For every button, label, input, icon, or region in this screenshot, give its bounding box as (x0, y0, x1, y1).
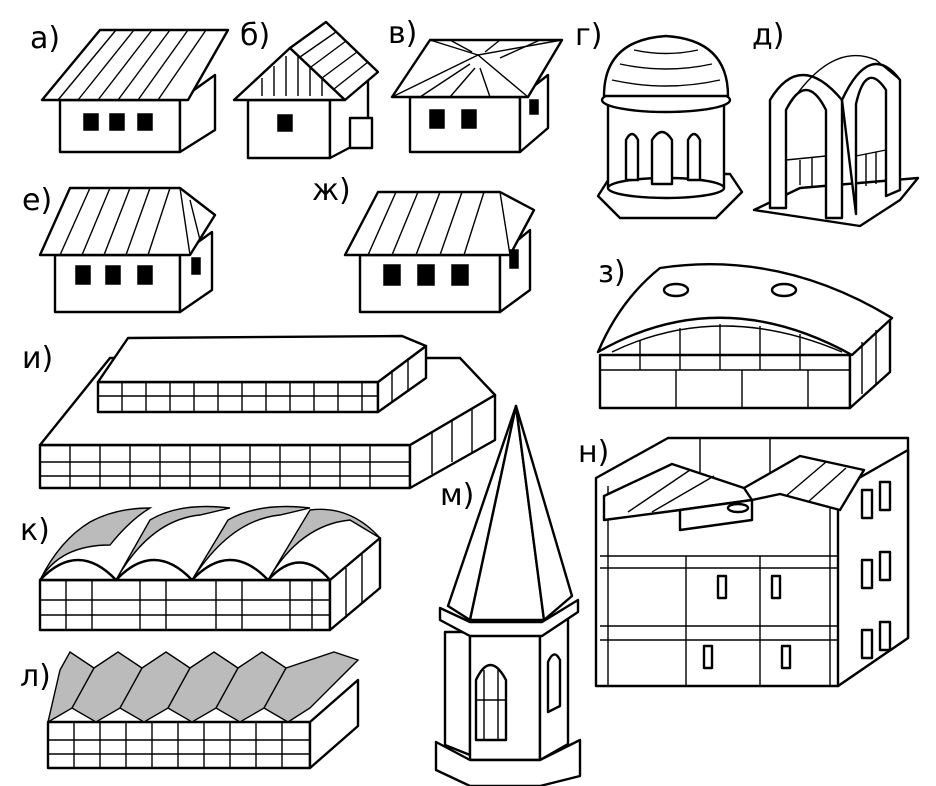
figure-zh-half-hip-house: ж) (312, 173, 536, 314)
figure-l-fold-lines (48, 667, 310, 768)
figure-b-gable-end-house: б) (232, 18, 380, 160)
figure-d-vault-line (785, 54, 901, 111)
figure-a-roof (40, 28, 230, 102)
figure-k-front-wall (38, 578, 332, 632)
figure-m-spire-tower: м) (434, 404, 582, 786)
figure-i-glazing (40, 358, 473, 488)
label-k: к) (20, 513, 50, 548)
figure-a-gable-house: а) (30, 21, 230, 154)
figure-g-dome (602, 34, 730, 98)
figure-m-arch-window (474, 663, 508, 742)
figure-m-side-window (546, 653, 562, 714)
figure-g-windows (624, 130, 702, 186)
figure-m-base-band (434, 738, 582, 786)
figure-i-upper-wall (96, 380, 380, 414)
figure-n-slab-lines (627, 461, 847, 513)
figure-e-roof (38, 186, 217, 257)
figure-z-vaulted-hall: з) (596, 255, 894, 410)
figure-v-windows (429, 99, 539, 129)
figure-d-vaulted-pavilion: д) (752, 18, 920, 228)
label-l: л) (20, 659, 51, 694)
figure-a-windows (83, 113, 153, 131)
label-g: г) (575, 18, 602, 53)
figure-zh-roof (343, 190, 536, 257)
figure-l-front-wall (46, 720, 312, 770)
figure-g-domed-rotunda: г) (575, 18, 744, 220)
figure-v-hip-lines (391, 39, 563, 98)
label-n: н) (578, 435, 609, 470)
figure-b-porch (348, 116, 374, 150)
label-d: д) (752, 18, 784, 53)
figure-m-spire-right (514, 404, 574, 622)
figure-zh-windows (383, 249, 519, 286)
figure-z-arch-line (611, 325, 843, 353)
label-a: а) (30, 21, 60, 56)
figure-e-windows (75, 257, 201, 285)
figure-b-roof-seams (261, 31, 369, 96)
figure-zh-roof-seams (367, 191, 511, 256)
figure-k-glazing (40, 554, 363, 630)
figure-n-drain (726, 502, 750, 514)
figure-l-side-wall (308, 678, 360, 770)
label-m: м) (440, 478, 474, 513)
figure-l-folded-roof (46, 650, 360, 724)
figure-m-window-bars (476, 670, 506, 740)
figure-n-multistorey-frame: н) (578, 435, 910, 688)
figure-k-multi-vault-building: к) (20, 505, 382, 632)
figure-n-windows (702, 480, 892, 670)
figure-e-roof-seams (59, 187, 201, 256)
figure-i-lower-wall (38, 443, 412, 490)
figure-v-hipped-house: в) (388, 16, 564, 154)
figure-b-roof (288, 20, 380, 102)
figure-e-half-hip-house: е) (22, 183, 217, 314)
figure-d-side-arch (840, 62, 902, 216)
figure-z-wall-panels (600, 324, 877, 408)
figure-i-upper-roof (96, 334, 428, 384)
figure-i-clerestory-hall: и) (22, 334, 497, 490)
figure-n-floors (600, 438, 838, 686)
figure-m-cornice (438, 598, 580, 638)
label-v: в) (388, 16, 417, 51)
label-zh: ж) (312, 173, 351, 208)
figure-b-window (277, 114, 293, 132)
figure-z-roof (596, 263, 894, 357)
figure-k-side-wall (328, 536, 382, 632)
label-e: е) (22, 183, 52, 218)
label-i: и) (22, 341, 53, 376)
figure-m-tower-left (443, 630, 472, 757)
figure-a-roof-seams (57, 29, 207, 101)
label-b: б) (240, 18, 270, 53)
figure-z-skylight-1 (662, 282, 690, 298)
figure-z-skylight-2 (770, 282, 798, 298)
figure-z-front-wall (598, 353, 852, 410)
figure-k-vaults (38, 505, 381, 582)
figure-l-folded-roof-building: л) (20, 650, 360, 770)
figure-g-dome-rings (611, 49, 721, 87)
figure-d-railing (785, 149, 887, 188)
figure-n-roof-slab-right (742, 454, 866, 512)
label-z: з) (598, 255, 626, 290)
